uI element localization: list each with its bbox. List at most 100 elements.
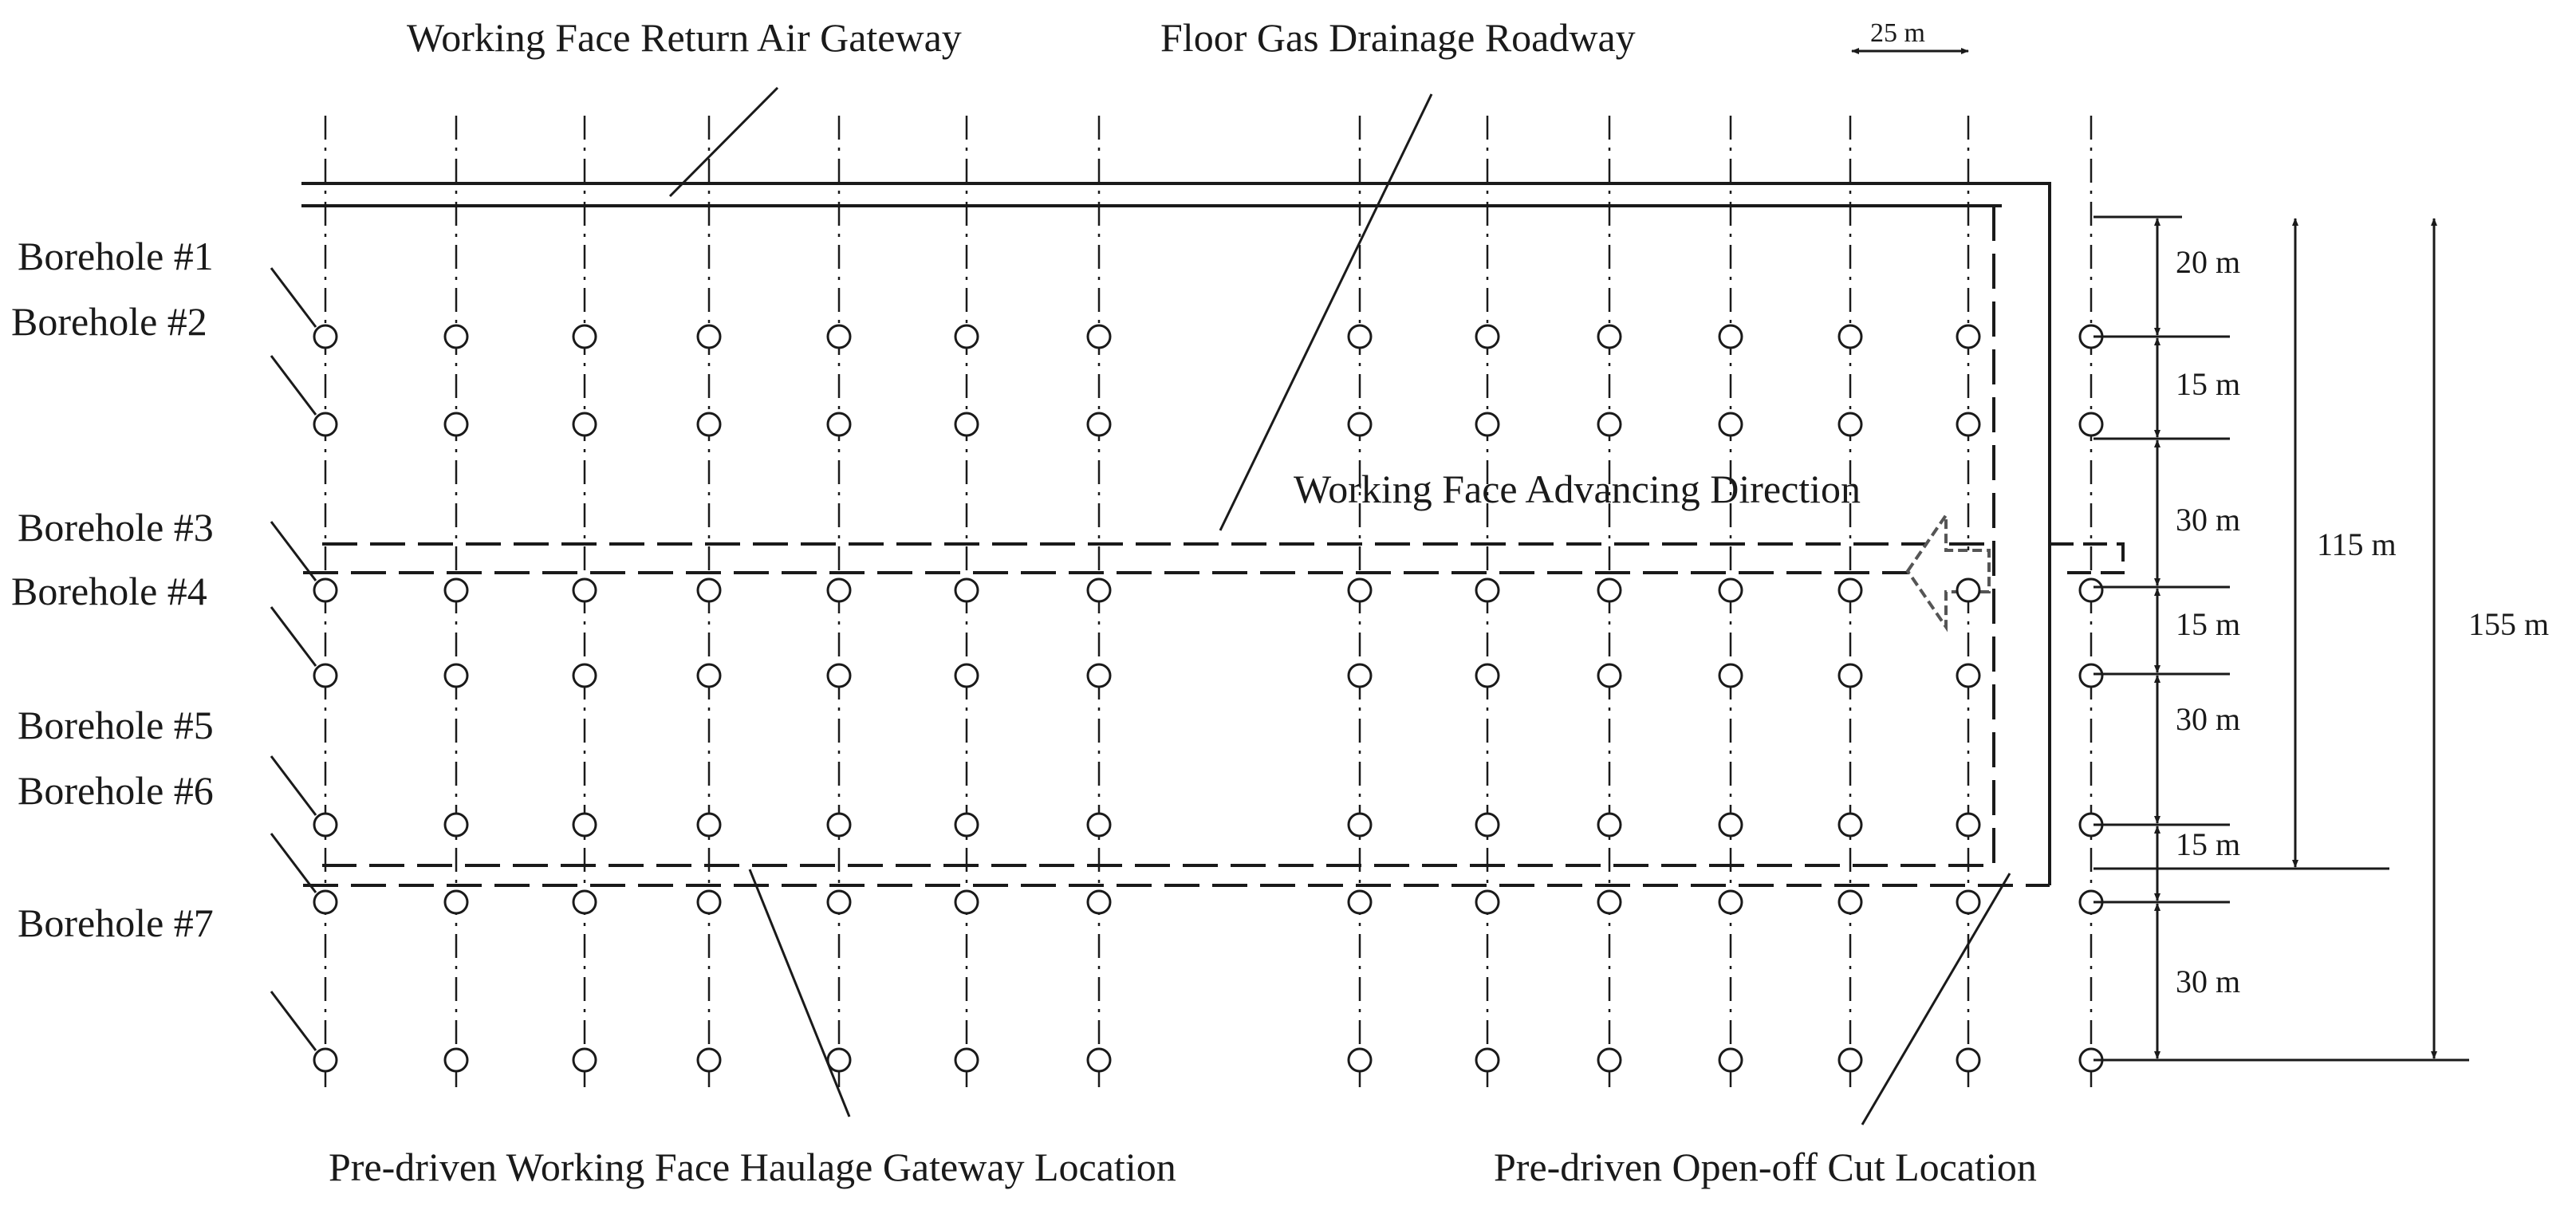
borehole-r4-c6 [954,663,979,688]
borehole-r4-c9 [1475,663,1500,688]
borehole-r7-c10 [1597,1047,1622,1073]
roadway-right-edge [322,206,1995,867]
borehole-r2-c10 [1597,412,1622,437]
borehole-label-3: Borehole #3 [18,505,214,550]
borehole-r2-c8 [1347,412,1373,437]
haulage-gateway-label: Pre-driven Working Face Haulage Gateway … [329,1145,1176,1189]
borehole-r6-c5 [826,889,852,915]
open-off-cut-leader [1861,873,2011,1125]
return-air-gateway-leader [668,86,779,198]
borehole-r7-c3 [572,1047,597,1073]
borehole-leader-4 [270,606,317,667]
borehole-r3-c2 [443,577,469,603]
row-dimension-label-2: 15 m [2176,366,2240,402]
borehole-r4-c11 [1718,663,1743,688]
borehole-r2-c12 [1837,412,1863,437]
borehole-r5-c7 [1086,812,1112,838]
borehole-r2-c6 [954,412,979,437]
borehole-r5-c1 [313,812,338,838]
borehole-r7-c12 [1837,1047,1863,1073]
borehole-r3-c12 [1837,577,1863,603]
borehole-r1-c7 [1086,324,1112,349]
borehole-r6-c3 [572,889,597,915]
borehole-leader-1 [270,267,317,328]
borehole-r7-c8 [1347,1047,1373,1073]
borehole-label-2: Borehole #2 [11,299,207,344]
borehole-r7-c2 [443,1047,469,1073]
borehole-r5-c10 [1597,812,1622,838]
borehole-r7-c4 [696,1047,722,1073]
borehole-r6-c2 [443,889,469,915]
borehole-label-6: Borehole #6 [18,768,214,813]
borehole-r7-c5 [826,1047,852,1073]
borehole-r3-c5 [826,577,852,603]
borehole-r7-c11 [1718,1047,1743,1073]
borehole-r6-c11 [1718,889,1743,915]
borehole-leader-2 [270,355,317,416]
column-spacing-label: 25 m [1870,18,1925,48]
borehole-r2-c11 [1718,412,1743,437]
borehole-r3-c7 [1086,577,1112,603]
borehole-r5-c3 [572,812,597,838]
borehole-r1-c9 [1475,324,1500,349]
borehole-r2-c13 [1956,412,1981,437]
advancing-direction-label: Working Face Advancing Direction [1294,467,1861,511]
borehole-grid [313,324,2104,1073]
borehole-r4-c2 [443,663,469,688]
borehole-r4-c14 [2078,663,2104,688]
borehole-r4-c7 [1086,663,1112,688]
borehole-r1-c6 [954,324,979,349]
row-dimension-label-1: 20 m [2176,244,2240,280]
span-115-label: 115 m [2317,526,2397,562]
borehole-r2-c3 [572,412,597,437]
borehole-leader-6 [270,833,317,893]
borehole-r4-c8 [1347,663,1373,688]
borehole-r1-c2 [443,324,469,349]
borehole-r3-c8 [1347,577,1373,603]
borehole-r4-c12 [1837,663,1863,688]
borehole-r6-c12 [1837,889,1863,915]
borehole-r3-c11 [1718,577,1743,603]
open-off-cut-label: Pre-driven Open-off Cut Location [1494,1145,2037,1189]
row-dimension-label-5: 30 m [2176,701,2240,737]
floor-gas-drainage-roadway [322,206,1995,867]
borehole-r3-c10 [1597,577,1622,603]
borehole-r4-c3 [572,663,597,688]
column-spacing-dimension: 25 m [1851,18,1969,54]
floor-gas-roadway-label: Floor Gas Drainage Roadway [1160,15,1636,60]
borehole-r4-c10 [1597,663,1622,688]
return-air-gateway-outer-line [301,182,2051,223]
pre-driven-haulage-gateway [303,571,2050,887]
borehole-r2-c5 [826,412,852,437]
return-air-gateway-label: Working Face Return Air Gateway [407,15,962,60]
borehole-leader-3 [270,521,317,581]
borehole-leader-5 [270,755,317,816]
borehole-r5-c12 [1837,812,1863,838]
pre-driven-open-off-cut [2048,223,2125,885]
borehole-r7-c7 [1086,1047,1112,1073]
borehole-r5-c11 [1718,812,1743,838]
borehole-r3-c4 [696,577,722,603]
row-dimension-label-7: 30 m [2176,964,2240,999]
borehole-r7-c1 [313,1047,338,1073]
borehole-r6-c13 [1956,889,1981,915]
borehole-r1-c4 [696,324,722,349]
row-dimension-label-4: 15 m [2176,606,2240,642]
advancing-direction-arrow-icon [1905,510,1991,633]
borehole-r5-c5 [826,812,852,838]
span-155-label: 155 m [2468,606,2549,642]
borehole-r2-c1 [313,412,338,437]
borehole-r5-c6 [954,812,979,838]
borehole-r4-c5 [826,663,852,688]
borehole-label-5: Borehole #5 [18,703,214,747]
borehole-r6-c10 [1597,889,1622,915]
borehole-r5-c4 [696,812,722,838]
borehole-r1-c3 [572,324,597,349]
borehole-r2-c9 [1475,412,1500,437]
borehole-r5-c13 [1956,812,1981,838]
borehole-r7-c13 [1956,1047,1981,1073]
borehole-r3-c14 [2078,577,2104,603]
